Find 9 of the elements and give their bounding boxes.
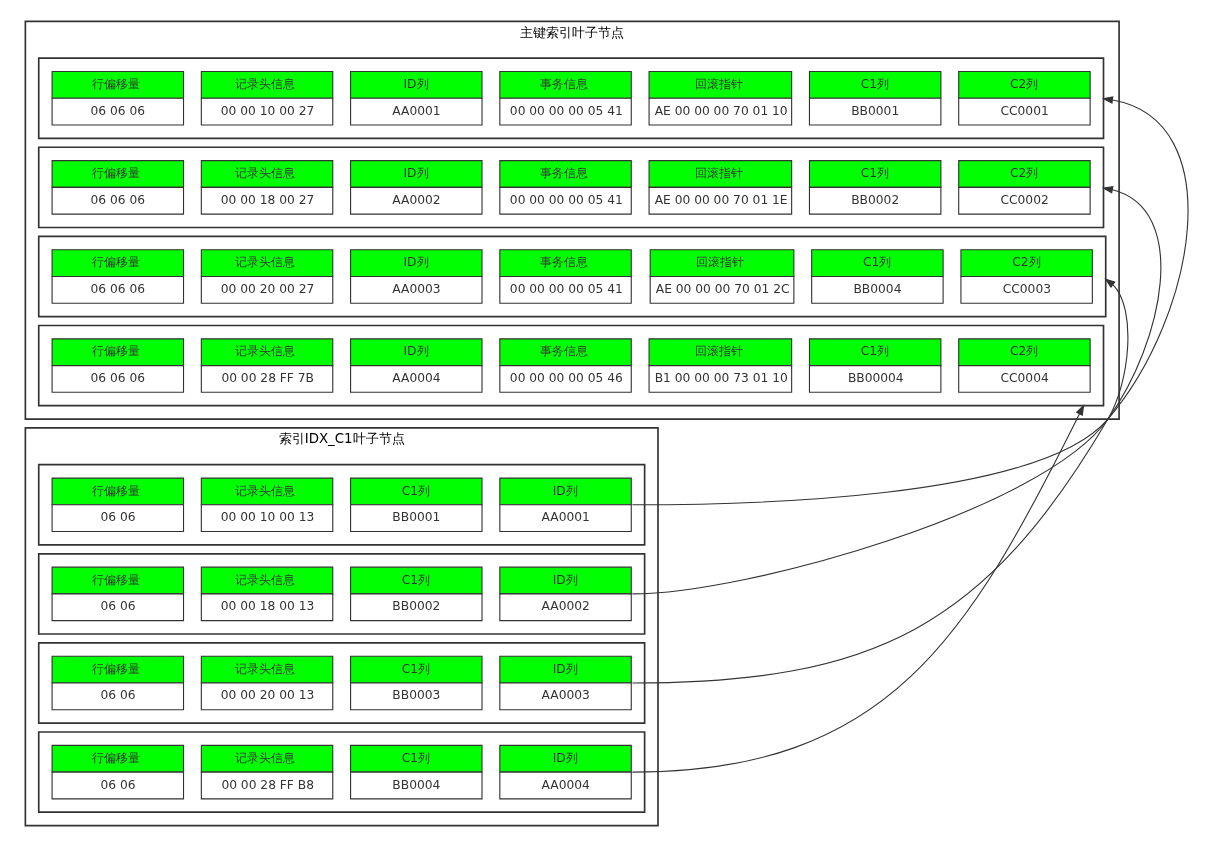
- cluster: [37, 324, 1105, 407]
- cluster: [37, 235, 1107, 318]
- cluster: [37, 146, 1105, 229]
- cluster: [37, 642, 646, 724]
- cluster: [37, 57, 1105, 140]
- cluster: [37, 731, 646, 814]
- cluster: [37, 463, 646, 546]
- cluster: [37, 552, 646, 635]
- arrow: [631, 404, 1085, 773]
